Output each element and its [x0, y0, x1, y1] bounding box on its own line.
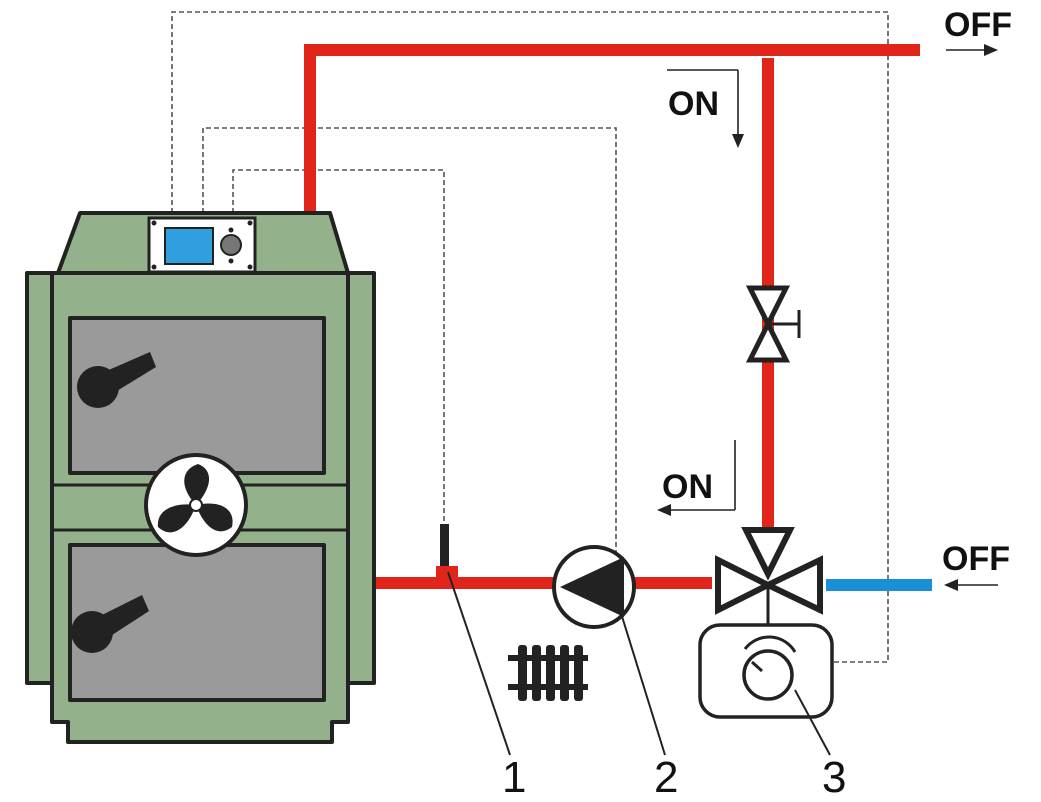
off-label-top: OFF	[944, 6, 1012, 44]
door-handle-icon	[71, 595, 149, 653]
arrow-down-icon	[667, 69, 744, 148]
callout-number-1: 1	[502, 753, 526, 802]
callout-number-2: 2	[654, 753, 678, 802]
leader-line-2	[619, 609, 666, 756]
control-wire-sensor	[232, 169, 445, 525]
shutoff-valve-icon	[745, 285, 801, 363]
flow-arrows	[657, 44, 998, 591]
leader-line-1	[447, 571, 511, 756]
control-wire-pump	[202, 127, 617, 597]
boiler-side-right	[344, 271, 376, 685]
arrow-left-icon	[657, 440, 736, 516]
controller-panel-icon	[147, 216, 257, 274]
controller-knob-icon	[220, 234, 242, 256]
pump-icon	[552, 545, 636, 629]
hot-pipes	[304, 44, 920, 589]
arrow-left-icon	[944, 579, 998, 591]
door-handle-icon	[77, 352, 156, 408]
three-way-valve-icon	[715, 527, 823, 615]
on-label-top: ON	[668, 85, 719, 123]
controller-screen	[164, 227, 214, 265]
control-wires	[171, 11, 889, 663]
arrow-right-icon	[946, 44, 998, 56]
fan-icon	[144, 453, 248, 557]
control-wire-actuator	[171, 11, 889, 663]
supply-pipe-top	[304, 44, 920, 215]
radiator-icon	[508, 645, 588, 701]
leader-line-3	[794, 689, 831, 756]
callout-number-3: 3	[822, 753, 846, 802]
callout-leaders	[447, 571, 831, 756]
valve-actuator-icon	[698, 623, 834, 719]
on-label-mid: ON	[662, 468, 713, 506]
temperature-sensor-icon	[436, 524, 458, 578]
off-label-right: OFF	[942, 540, 1010, 578]
